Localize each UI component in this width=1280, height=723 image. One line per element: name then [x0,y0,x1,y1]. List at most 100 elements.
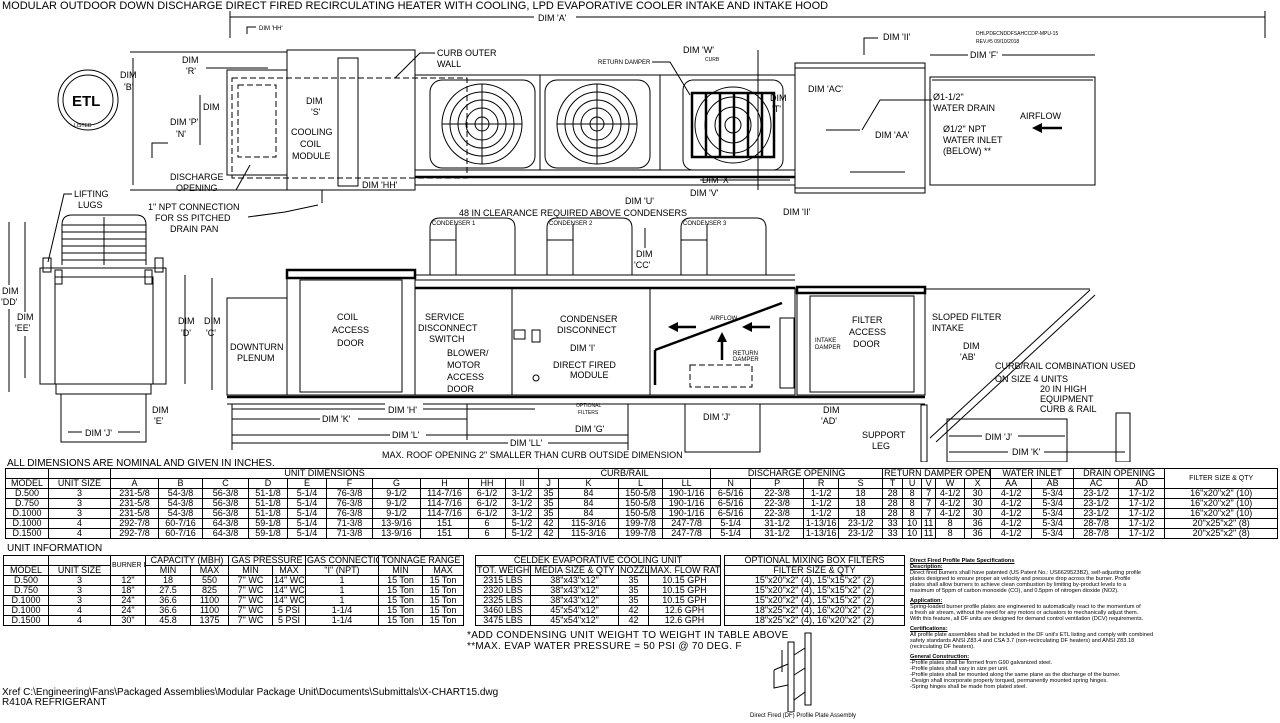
dim-f-label: DIM 'F' [970,50,998,60]
dim-p-label: DIM [203,102,220,112]
table-cell: 15 Ton [378,615,423,626]
table-cell: 1-1/2 [803,508,840,519]
equipment-curb-label: 20 IN HIGH [1040,384,1087,394]
dim-b-value: 'B' [124,82,134,92]
table-cell: 199-7/8 [618,518,664,529]
table-cell: 3475 LBS [475,615,531,626]
table-cell: 4-1/2 [935,488,966,499]
table-cell: 7" WC [228,605,273,616]
table-cell: 4-1/2 [990,518,1033,529]
column-header: E [287,478,327,489]
curb-outer-wall-label-2: WALL [437,59,461,69]
table-cell: 5-1/2 [504,528,540,539]
etl-listed-logo: ETL LISTED [57,69,119,131]
specs-line: plates shall allow burners to achieve cl… [910,582,1127,588]
table-cell: 56-3/8 [202,488,249,499]
table-cell: 14" WC [272,595,306,606]
condenser-disconnect-label-2: DISCONNECT [557,325,617,335]
table-cell: 15 Ton [421,585,465,596]
equipment-curb-label-3: CURB & RAIL [1040,404,1097,414]
table-cell: 18 [145,575,191,586]
xref-path: Xref C:\Engineering\Fans\Packaged Assemb… [2,687,499,698]
cooling-coil-label-1: COOLING [291,127,333,137]
column-header: MEDIA SIZE & QTY [530,565,619,576]
table-cell: 76-3/8 [326,488,373,499]
table-cell: 5-1/4 [287,528,327,539]
table-cell: 3-1/2 [504,488,540,499]
water-inlet-label: Ø1/2" NPT [943,124,987,134]
table-cell: 8 [935,518,966,529]
column-header: AD [1118,478,1166,489]
table-cell: 190-1/16 [662,488,712,499]
dim-ac-label: DIM 'AC' [808,84,843,94]
filter-access-door-label: FILTER [852,315,883,325]
unit-info-caption: UNIT INFORMATION [7,543,103,554]
column-header: R [803,478,840,489]
table-cell: 12.6 GPH [647,615,722,626]
table-cell: 1 [305,585,379,596]
curb-outer-wall-label: CURB OUTER [437,48,497,58]
table-cell: 199-7/8 [618,528,664,539]
table-header-row: CELDEK EVAPORATIVE COOLING UNIT [474,555,722,566]
table-cell: 17-1/2 [1118,498,1166,509]
table-cell: 18 [838,498,884,509]
dim-i-label: DIM 'I' [570,343,595,353]
specs-line: maximum of 5ppm of carbon monoxide (CO),… [910,588,1119,594]
table-cell: 4 [48,528,111,539]
column-header: MAX [272,565,306,576]
table-cell: 2315 LBS [475,575,531,586]
column-header: GAS PRESSURE [228,555,306,566]
optional-filters-label: OPTIONAL [576,403,602,409]
unit-drawing: MODULAR OUTDOOR DOWN DISCHARGE DIRECT FI… [0,0,1266,462]
table-cell: 4-1/2 [990,498,1033,509]
table-cell: 15 Ton [378,585,423,596]
table-cell: 7" WC [228,575,273,586]
column-header: OPTIONAL MIXING BOX FILTERS [724,555,905,566]
table-cell: 17-1/2 [1118,528,1166,539]
table-cell: 15 Ton [378,575,423,586]
table-cell: D.500 [3,575,49,586]
column-header: II [504,478,540,489]
table-cell: 1-1/2 [803,488,840,499]
dim-k-curb-label: DIM 'K' [1012,447,1041,457]
column-header: UNIT SIZE [48,565,111,576]
table-cell: 23-1/2 [838,528,884,539]
table-cell: 35 [618,575,649,586]
table-cell: 3 [48,575,111,586]
table-cell: 4-1/2 [935,498,966,509]
table-cell: 114-7/16 [420,498,469,509]
note-max-water-pressure: **MAX. EVAP WATER PRESSURE = 50 PSI @ 70… [467,641,742,652]
table-cell: 36.6 [145,605,191,616]
specs-line: -Profile plates shall be mounted along t… [910,672,1121,678]
table-cell: 31-1/2 [750,528,805,539]
table-cell: 825 [190,585,229,596]
water-drain-label-2: WATER DRAIN [933,103,995,113]
table-cell: 33 [882,528,904,539]
column-header: MIN [378,565,423,576]
table-cell: 4 [48,605,111,616]
dim-h-label: DIM 'H' [388,405,417,415]
table-cell: 190-1/16 [662,508,712,519]
condenser-disconnect-icon [531,329,541,343]
table-cell: 247-7/8 [662,528,712,539]
column-header: X [964,478,992,489]
table-cell: 23-1/2 [838,518,884,529]
dim-ii-bottom-label: DIM 'II' [783,207,811,217]
specs-line: Spring-loaded burner profile plates are … [910,604,1141,610]
table-cell: 22-3/8 [750,508,805,519]
table-cell: 33 [882,518,904,529]
discharge-opening-label-2: OPENING [176,183,218,193]
column-header: MAX. FLOW RATE [647,565,722,576]
clearance-label: 48 IN CLEARANCE REQUIRED ABOVE CONDENSER… [459,208,687,218]
table-cell: 45"x54"x12" [530,605,619,616]
drawing-id: DHLPDECNDDFSAHCCDP-MPU-15 [976,31,1058,37]
table-cell: 60-7/16 [158,528,203,539]
dim-hh-label: DIM 'HH' [362,180,398,190]
column-header: "I" (NPT) [305,565,379,576]
table-header-row: FILTER SIZE & QTY [724,565,905,576]
specs-line: -Profile plates shall vary in size per u… [910,666,1009,672]
profile-plate-assembly-figure [773,632,812,712]
table-cell: 56-3/8 [202,508,249,519]
